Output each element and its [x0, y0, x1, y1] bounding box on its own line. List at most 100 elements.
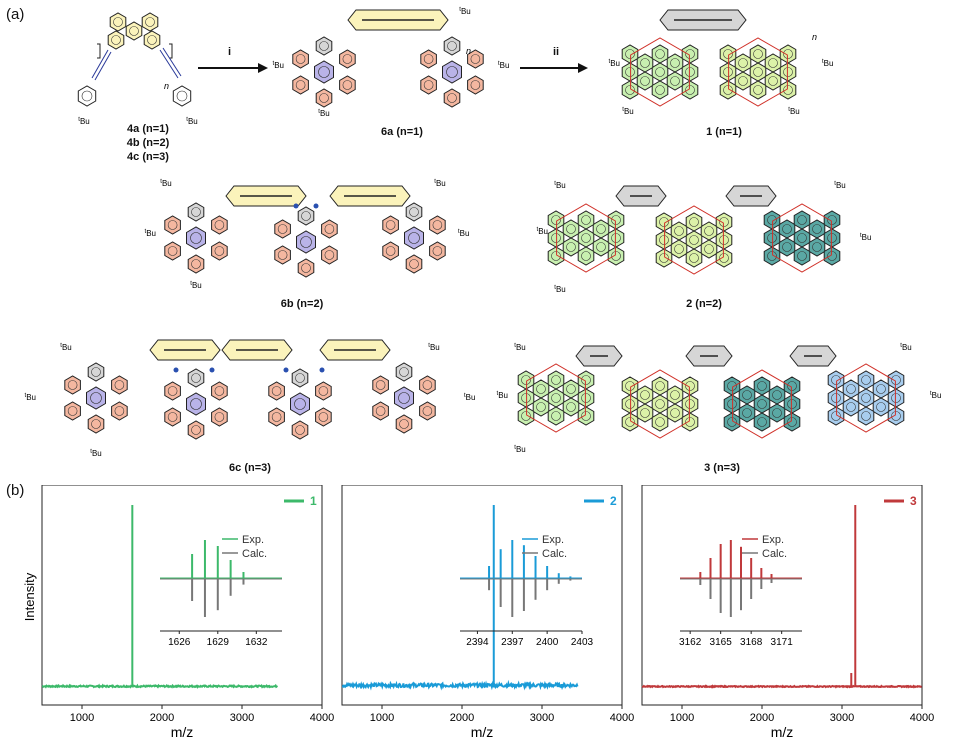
hpb-6b-middle-core — [296, 230, 316, 254]
aromatic-circle — [782, 224, 792, 234]
nanographene-2-right-ring-8 — [823, 228, 841, 248]
aromatic-circle — [167, 386, 178, 396]
nanographene-3-4-ring-6 — [857, 406, 875, 426]
hpb-6c-2-aryl-1 — [211, 381, 228, 401]
aromatic-circle — [670, 408, 680, 418]
x-tick-label: 3000 — [830, 712, 854, 724]
spectrum-baseline-1 — [41, 683, 279, 689]
tbu-label: tBu — [930, 391, 941, 400]
nanographene-1-right-ring-5 — [749, 44, 767, 64]
nanographene-3-2-ring-1 — [636, 385, 654, 405]
aromatic-circle — [719, 217, 729, 227]
aromatic-circle — [891, 375, 901, 385]
aromatic-circle — [685, 67, 695, 77]
nanographene-2-right-ring-3 — [778, 237, 796, 257]
inset-legend-calc: Calc. — [542, 548, 567, 560]
aromatic-circle — [295, 373, 305, 383]
hpb-6a-right-aryl-1 — [467, 49, 484, 69]
aromatic-circle — [757, 417, 767, 427]
nanographene-3-3-ring-10 — [783, 376, 801, 396]
x-tick-label: 2000 — [450, 712, 474, 724]
panel-a-label: (a) — [6, 6, 25, 23]
aromatic-circle — [318, 386, 329, 396]
nanographene-3-1-ring-1 — [532, 379, 550, 399]
x-tick-label: 3000 — [230, 712, 254, 724]
nanographene-2-middle-ring-2 — [700, 221, 718, 241]
aromatic-circle — [342, 54, 353, 64]
aromatic-circle — [190, 398, 202, 410]
aromatic-circle — [277, 224, 288, 234]
x-axis-label-1: m/z — [171, 724, 194, 740]
hpb-6b-left-aryl-2 — [211, 241, 228, 261]
tbu-label: tBu — [464, 393, 475, 402]
bond — [91, 49, 109, 79]
aromatic-circle — [767, 251, 777, 261]
aromatic-circle — [783, 67, 793, 77]
hpb-6a-right-aryl-0 — [443, 36, 461, 56]
legend-label-2: 2 — [610, 494, 617, 508]
nanographene-1-left-edge — [630, 37, 690, 107]
nanographene-2-middle-ring-4 — [700, 239, 718, 259]
aromatic-circle — [551, 411, 561, 421]
aromatic-circle — [318, 66, 330, 78]
nanographene-1-right-ring-8 — [779, 62, 797, 82]
nanographene-3-1-ring-4 — [562, 397, 580, 417]
tolyl-ring-left — [77, 85, 97, 107]
aromatic-circle — [581, 375, 591, 385]
tbu-label: tBu — [78, 117, 89, 126]
hpb-6b-middle-aryl-3 — [297, 258, 315, 278]
aromatic-circle — [723, 67, 733, 77]
nanographene-1-left-ring-11 — [621, 80, 639, 100]
aromatic-circle — [214, 386, 225, 396]
x-tick-label: 1000 — [370, 712, 394, 724]
tbu-label: tBu — [554, 285, 565, 294]
aromatic-circle — [521, 393, 531, 403]
aromatic-circle — [167, 220, 178, 230]
anthracene-ring-right — [141, 12, 159, 32]
x-tick-label: 1000 — [670, 712, 694, 724]
nanographene-3-2-ring-5 — [651, 376, 669, 396]
hpb-6a-left-core — [314, 60, 334, 84]
aromatic-circle — [812, 224, 822, 234]
plot-frame-1 — [41, 485, 323, 706]
aromatic-circle — [876, 384, 886, 394]
tbu-label: tBu — [554, 181, 565, 190]
aromatic-circle — [827, 215, 837, 225]
caption-3: 3 (n=3) — [704, 462, 740, 474]
nanographene-3-2-ring-6 — [651, 412, 669, 432]
aromatic-circle — [723, 85, 733, 95]
nanographene-3-3-ring-0 — [753, 394, 771, 414]
bracket — [97, 43, 101, 59]
nanographene-1-right-ring-11 — [719, 80, 737, 100]
hpb-6a-left-aryl-2 — [339, 75, 356, 95]
nanographene-2-left-ring-7 — [547, 228, 565, 248]
nanographene-3-3-ring-3 — [738, 403, 756, 423]
hpb-6c-3-aryl-0 — [291, 368, 309, 388]
aromatic-circle — [723, 49, 733, 59]
nanographene-2-right-edge — [772, 203, 832, 273]
caption-6a: 6a (n=1) — [381, 126, 423, 138]
aromatic-circle — [738, 58, 748, 68]
hpb-6c-1-aryl-5 — [64, 375, 81, 395]
aromatic-circle — [685, 381, 695, 391]
plot-frame-3 — [641, 485, 923, 706]
aromatic-circle — [319, 93, 329, 103]
aromatic-circle — [295, 54, 306, 64]
aromatic-circle — [191, 373, 201, 383]
aromatic-circle — [742, 390, 752, 400]
reaction-site-dot — [293, 203, 299, 209]
nanographene-1-right-ring-0 — [749, 62, 767, 82]
hpb-6c-3-aryl-5 — [268, 381, 285, 401]
aromatic-circle — [797, 233, 807, 243]
nanographene-3-4-ring-0 — [857, 388, 875, 408]
nanographene-2-right-ring-4 — [808, 237, 826, 257]
hpb-6b-left-core — [186, 226, 206, 250]
aromatic-circle — [67, 406, 78, 416]
hpb-6b-right-aryl-4 — [382, 241, 399, 261]
legend-label-3: 3 — [910, 494, 917, 508]
aromatic-circle — [655, 85, 665, 95]
inset-tick-label: 1626 — [168, 637, 191, 648]
aromatic-circle — [797, 251, 807, 261]
aromatic-circle — [757, 399, 767, 409]
hpb-6c-4-aryl-1 — [419, 375, 436, 395]
